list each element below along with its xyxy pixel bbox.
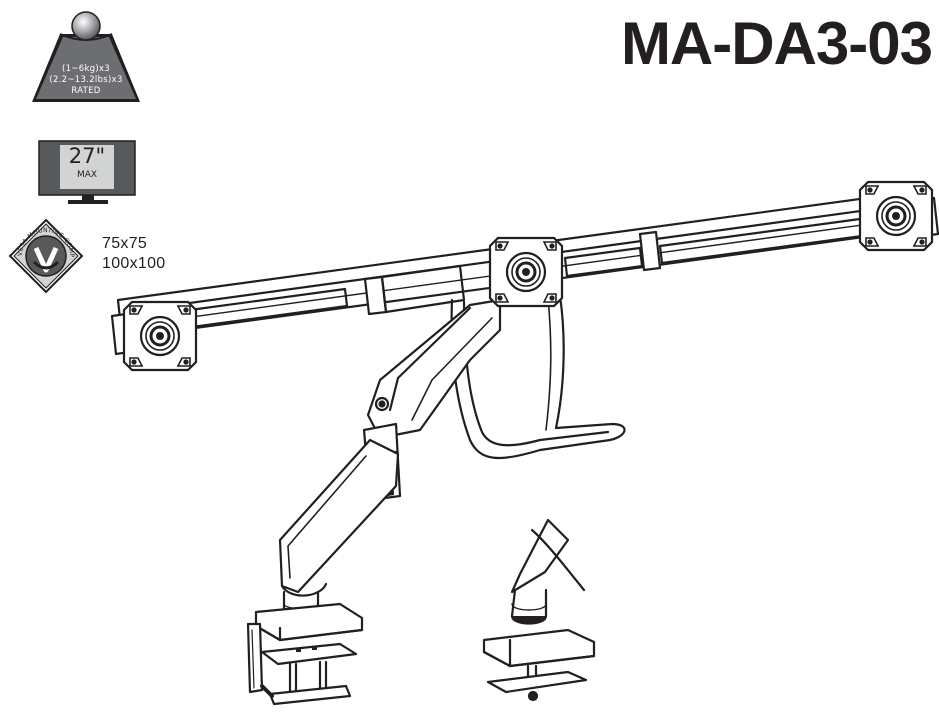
weight-capacity-badge: (1~6kg)x3 (2.2~13.2lbs)x3 RATED [30, 6, 142, 106]
weight-icon [32, 11, 140, 102]
screen-size-badge: 27" MAX [38, 140, 138, 206]
vesa-badge: VESA MOUNTING COMPLIANT [5, 213, 84, 294]
weight-range-lbs: (2.2~13.2lbs)x3 [49, 75, 123, 85]
max-screen-size: 27" [68, 144, 106, 168]
triple-monitor-arm-drawing [110, 180, 939, 706]
weight-range-kg: (1~6kg)x3 [61, 64, 111, 74]
vesa-patterns: 75x75 100x100 [102, 234, 166, 274]
model-title: MA-DA3-03 [620, 10, 933, 77]
monitor-icon [38, 140, 136, 204]
vesa-pattern-100: 100x100 [102, 255, 166, 272]
vesa-pattern-75: 75x75 [102, 235, 148, 252]
vesa-seal-icon: VESA MOUNTING COMPLIANT [5, 213, 84, 294]
max-label: MAX [76, 170, 98, 180]
weight-rated-label: RATED [71, 86, 101, 96]
